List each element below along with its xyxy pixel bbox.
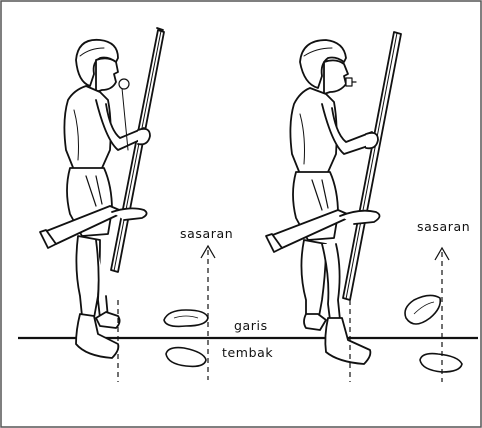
label-shooting-line-top: garis [234,318,268,333]
label-target-left: sasaran [180,226,233,241]
label-shooting-line-bottom: tembak [222,345,273,360]
footprint-left-top [164,310,208,326]
label-target-right: sasaran [417,219,470,234]
